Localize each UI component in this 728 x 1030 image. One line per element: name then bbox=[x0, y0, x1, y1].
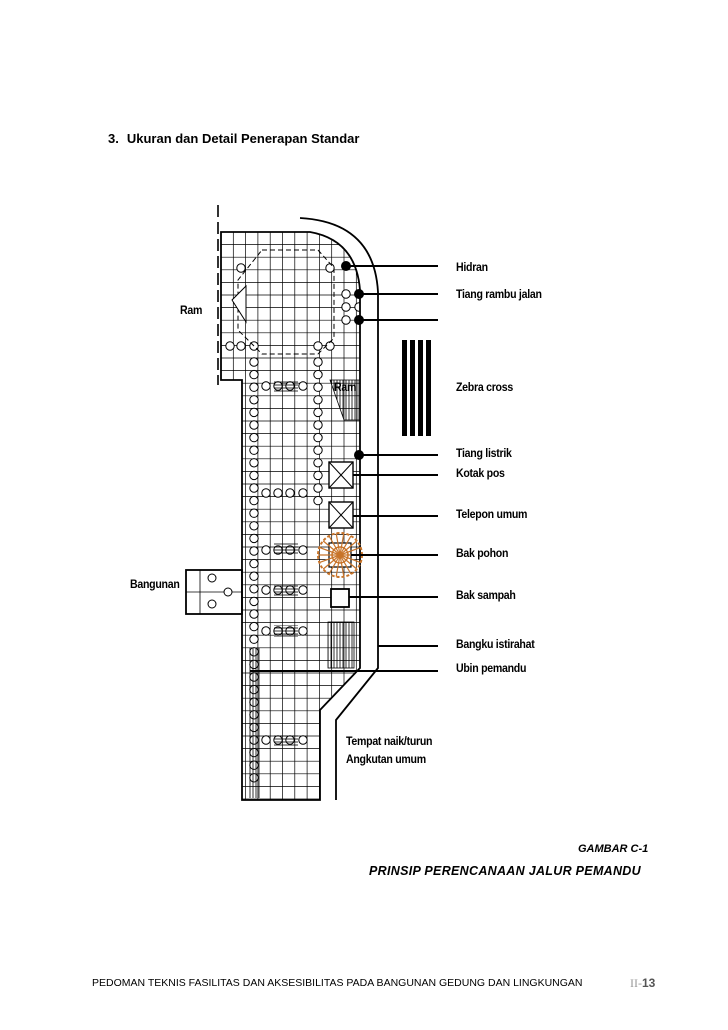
label-telepon: Telepon umum bbox=[456, 509, 528, 521]
figure-number: GAMBAR C-1 bbox=[578, 843, 649, 855]
bak-sampah-box bbox=[330, 588, 350, 608]
label-ram-mid: Ram bbox=[334, 382, 357, 394]
label-tiang-listrik: Tiang listrik bbox=[456, 448, 512, 460]
telepon-umum-box bbox=[328, 501, 354, 529]
figure-title: PRINSIP PERENCANAAN JALUR PEMANDU bbox=[369, 864, 641, 878]
walkway-outline bbox=[220, 231, 361, 801]
label-tempat-naik: Tempat naik/turun bbox=[346, 736, 433, 748]
label-bangku: Bangku istirahat bbox=[456, 639, 535, 651]
leader-lines bbox=[250, 265, 438, 672]
page-number: II-13 bbox=[630, 976, 655, 991]
footer-text: PEDOMAN TEKNIS FASILITAS DAN AKSESIBILIT… bbox=[92, 977, 583, 989]
label-kotak-pos: Kotak pos bbox=[456, 468, 505, 480]
label-ubin-pemandu: Ubin pemandu bbox=[456, 663, 527, 675]
label-bak-pohon: Bak pohon bbox=[456, 548, 509, 560]
label-hidran: Hidran bbox=[456, 262, 488, 274]
corner-ram bbox=[237, 249, 335, 355]
section-number: 3. bbox=[108, 131, 119, 146]
ram-wedge bbox=[231, 284, 247, 324]
page-prefix: II- bbox=[630, 976, 642, 990]
section-title: Ukuran dan Detail Penerapan Standar bbox=[126, 131, 360, 146]
label-angkutan-umum: Angkutan umum bbox=[346, 754, 426, 766]
zebra-cross bbox=[402, 340, 431, 436]
mid-ram-hatch bbox=[329, 379, 361, 421]
page-num: 13 bbox=[642, 976, 656, 990]
label-tiang-rambu: Tiang rambu jalan bbox=[456, 289, 542, 301]
section-heading: 3. Ukuran dan Detail Penerapan Standar bbox=[108, 131, 359, 146]
label-zebra-cross: Zebra cross bbox=[456, 382, 513, 394]
label-bak-sampah: Bak sampah bbox=[456, 590, 516, 602]
label-ram-corner: Ram bbox=[180, 305, 203, 317]
kotak-pos-box bbox=[328, 461, 354, 489]
label-bangunan: Bangunan bbox=[130, 579, 180, 591]
bangku-istirahat bbox=[327, 621, 355, 669]
curb-line bbox=[299, 217, 379, 800]
